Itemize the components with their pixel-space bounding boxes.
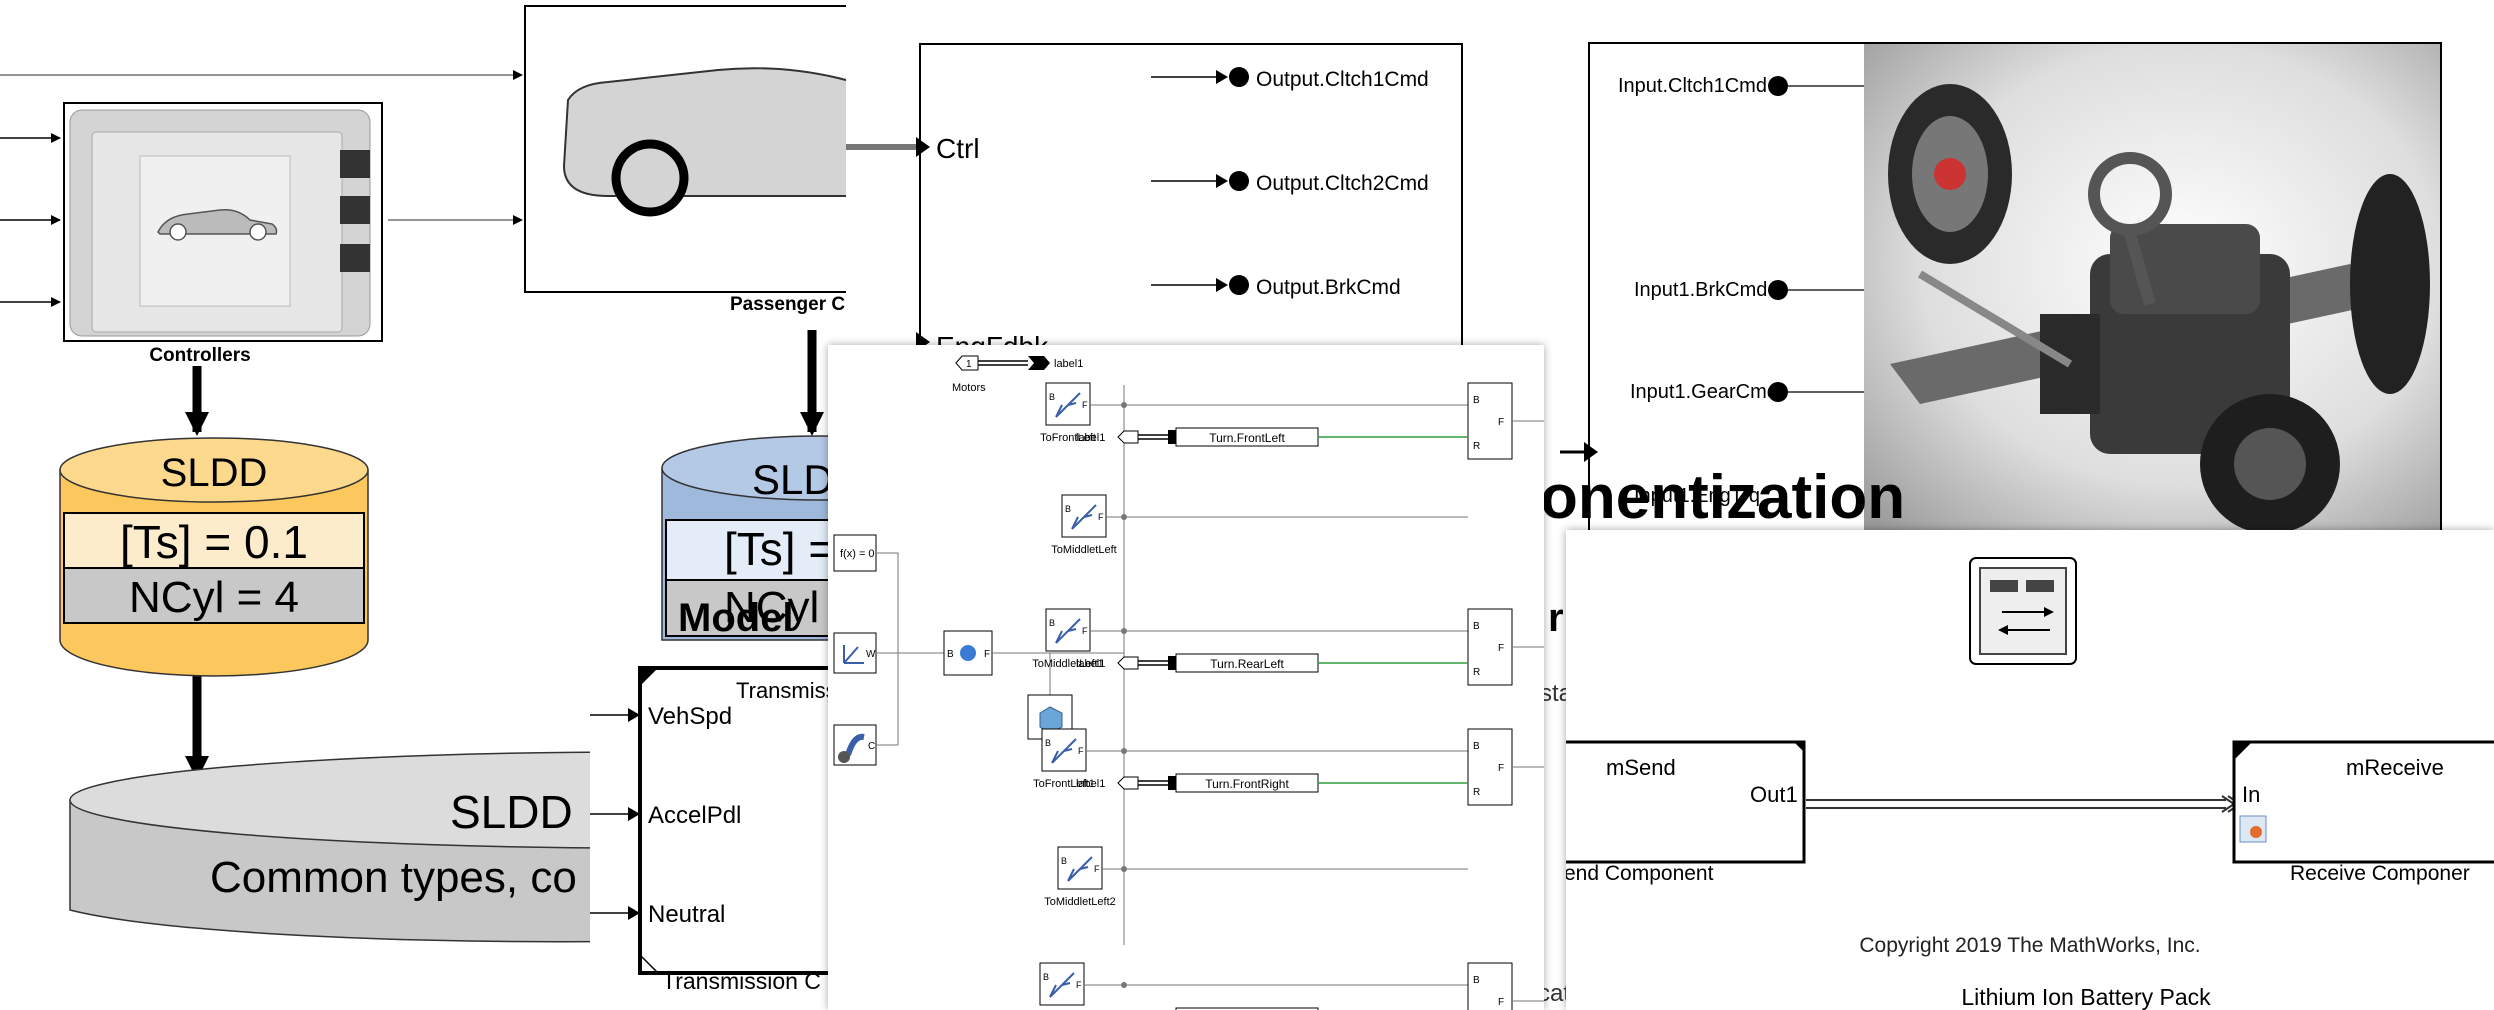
svg-text:C: C <box>868 741 875 752</box>
sldd-left-title: SLDD <box>161 451 268 495</box>
send-component-block[interactable]: mSend Out1 <box>1566 742 1804 862</box>
controllers-block[interactable] <box>64 103 382 341</box>
message-line <box>1806 796 2240 812</box>
world-frame-block[interactable]: W <box>834 633 876 673</box>
rigid-transform-block[interactable]: B F <box>944 631 992 675</box>
sldd-middle-row-ts: [Ts] = <box>724 523 835 575</box>
transmission-panel: Transmiss VehSpd AccelPdl Neutral Transm… <box>590 648 850 1010</box>
receive-component-block[interactable]: mReceive In <box>2234 742 2494 862</box>
vehicle-label: Passenger C <box>730 294 845 315</box>
svg-text:label1: label1 <box>1054 358 1083 370</box>
svg-text:B: B <box>1043 972 1049 982</box>
bus-creator-icon[interactable] <box>1970 558 2076 664</box>
svg-text:mReceive: mReceive <box>2346 755 2444 780</box>
transmission-port-accelpdl[interactable]: AccelPdl <box>590 802 741 829</box>
heading-fragment: onentization <box>1540 462 1905 533</box>
gear-icon <box>838 751 850 763</box>
const-block[interactable]: f(x) = 0 <box>834 535 876 571</box>
svg-text:label1: label1 <box>1076 658 1105 670</box>
svg-text:F: F <box>1498 417 1504 428</box>
svg-text:Output.BrkCmd: Output.BrkCmd <box>1256 276 1401 299</box>
port-ctrl: Ctrl <box>936 133 980 164</box>
svg-text:label1: label1 <box>1076 432 1105 444</box>
copyright-text: Copyright 2019 The MathWorks, Inc. <box>1859 934 2200 957</box>
sldd-bottom-title: SLDD <box>450 786 573 838</box>
input-port-1[interactable]: Input.Cltch1Cmd <box>1618 75 1864 97</box>
svg-text:B: B <box>1473 621 1480 632</box>
receive-caption: Receive Componer <box>2290 862 2470 885</box>
component-panel: mSend Out1 end Component mReceive In Rec… <box>1566 530 2494 1010</box>
send-caption: end Component <box>1566 862 1714 885</box>
vehicle-block[interactable] <box>525 6 900 292</box>
transmission-bottom-label: Transmission C <box>662 968 821 994</box>
svg-text:mSend: mSend <box>1606 755 1676 780</box>
battery-label: Lithium Ion Battery Pack <box>1961 984 2211 1010</box>
svg-text:B: B <box>947 649 954 660</box>
svg-text:Input1.BrkCmd: Input1.BrkCmd <box>1634 279 1767 301</box>
svg-text:Input1.GearCmd: Input1.GearCmd <box>1630 381 1778 403</box>
simscape-model-panel: 1 label1 Motors f(x) = 0 W C <box>828 345 1544 1010</box>
svg-text:1: 1 <box>966 359 972 370</box>
svg-text:label1: label1 <box>1076 778 1105 790</box>
svg-text:Turn.RearLeft: Turn.RearLeft <box>1210 657 1284 671</box>
svg-text:Out1: Out1 <box>1750 782 1798 807</box>
svg-text:In: In <box>2242 782 2260 807</box>
transmission-top-label: Transmiss <box>736 678 837 703</box>
svg-text:B: B <box>1065 504 1071 514</box>
svg-text:Output.Cltch2Cmd: Output.Cltch2Cmd <box>1256 172 1429 195</box>
svg-text:Input.Cltch1Cmd: Input.Cltch1Cmd <box>1618 75 1767 97</box>
input-port-3[interactable]: Input1.GearCmd <box>1630 381 1864 403</box>
svg-text:Turn.FrontLeft: Turn.FrontLeft <box>1209 431 1285 445</box>
svg-text:B: B <box>1049 392 1055 402</box>
svg-text:F: F <box>1082 400 1088 410</box>
svg-text:F: F <box>1098 512 1104 522</box>
transform-row-2[interactable]: B F ToMiddletLeft <box>1051 495 1468 556</box>
svg-text:W: W <box>866 649 876 660</box>
svg-text:F: F <box>1498 997 1504 1008</box>
svg-text:ToMiddletLeft: ToMiddletLeft <box>1051 544 1116 556</box>
model-heading: Model <box>678 596 794 641</box>
input-port-2[interactable]: Input1.BrkCmd <box>1634 279 1864 301</box>
transmission-port-vehspd[interactable]: VehSpd <box>590 703 732 730</box>
svg-text:B: B <box>1061 856 1067 866</box>
svg-text:Output.Cltch1Cmd: Output.Cltch1Cmd <box>1256 68 1429 91</box>
svg-text:Motors: Motors <box>952 382 986 394</box>
controllers-label: Controllers <box>149 345 250 366</box>
svg-text:VehSpd: VehSpd <box>648 703 732 730</box>
svg-text:B: B <box>1045 738 1051 748</box>
svg-text:F: F <box>1078 746 1084 756</box>
svg-text:B: B <box>1473 975 1480 986</box>
svg-text:Neutral: Neutral <box>648 901 725 928</box>
sldd-middle-title: SLD <box>752 456 834 503</box>
svg-text:F: F <box>984 649 990 660</box>
svg-text:Turn.FrontRight: Turn.FrontRight <box>1205 777 1289 791</box>
svg-text:ToMiddletLeft2: ToMiddletLeft2 <box>1044 896 1116 908</box>
svg-text:f(x) = 0: f(x) = 0 <box>840 548 875 560</box>
heading-fragment-2: r <box>1548 596 1564 641</box>
svg-text:B: B <box>1049 618 1055 628</box>
svg-text:F: F <box>1498 643 1504 654</box>
svg-text:R: R <box>1473 667 1480 678</box>
transform-row-5[interactable]: B F ToMiddletLeft2 <box>1044 847 1468 908</box>
svg-text:F: F <box>1094 864 1100 874</box>
svg-text:F: F <box>1082 626 1088 636</box>
transmission-port-neutral[interactable]: Neutral <box>590 901 725 928</box>
sldd-left-row-ncyl: NCyl = 4 <box>129 573 299 622</box>
svg-text:B: B <box>1473 395 1480 406</box>
port-engfdbk: EngFdbk <box>936 331 1049 345</box>
transform-row-6[interactable]: BFToMiddletLeft3BFRlabel1Turn.RearRight <box>1026 963 1544 1010</box>
solver-config-block[interactable]: C <box>834 725 876 765</box>
svg-text:B: B <box>1473 741 1480 752</box>
sldd-bottom-text: Common types, co <box>210 853 577 902</box>
svg-text:R: R <box>1473 787 1480 798</box>
svg-text:F: F <box>1498 763 1504 774</box>
svg-text:F: F <box>1076 980 1082 990</box>
svg-text:AccelPdl: AccelPdl <box>648 802 741 829</box>
sldd-left-row-ts: [Ts] = 0.1 <box>120 516 308 568</box>
svg-text:R: R <box>1473 441 1480 452</box>
bus-selector-panel: Ctrl EngFdbk Output.Cltch1Cmd Output.Clt… <box>846 0 1566 345</box>
